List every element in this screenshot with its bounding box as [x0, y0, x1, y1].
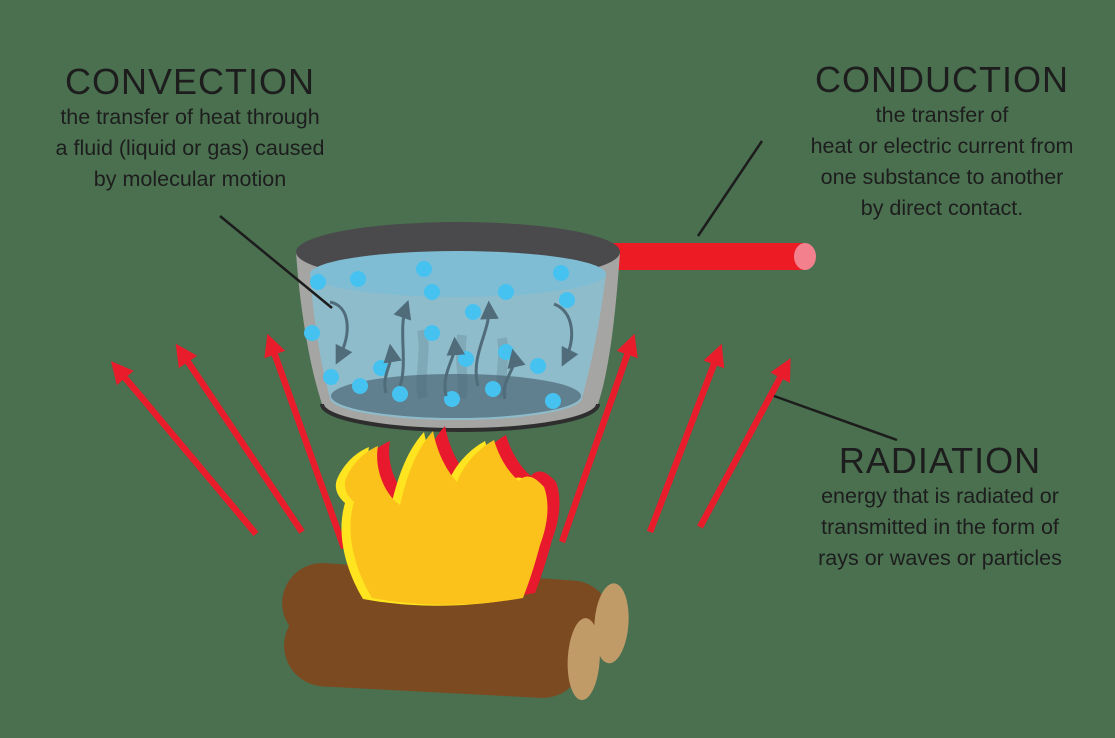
molecule — [559, 292, 575, 308]
pointer-lines — [219, 140, 898, 442]
radiation-title: RADIATION — [838, 440, 1042, 481]
molecule — [458, 351, 474, 367]
radiation-arrow-right-3 — [697, 358, 791, 529]
radiation-definition-line: rays or waves or particles — [818, 546, 1062, 570]
molecule — [310, 274, 326, 290]
molecule — [498, 284, 514, 300]
molecule — [352, 378, 368, 394]
radiation-arrow-left-3 — [264, 333, 348, 550]
molecule — [553, 265, 569, 281]
radiation-arrow-left-1 — [111, 361, 259, 537]
molecule — [444, 391, 460, 407]
pot-handle — [598, 243, 816, 270]
conduction-definition-line: heat or electric current from — [810, 134, 1074, 158]
radiation-arrows — [111, 333, 791, 550]
molecule — [304, 325, 320, 341]
current-up-arrow — [502, 348, 526, 400]
pot-of-water — [296, 222, 620, 432]
conduction-definition-line: one substance to another — [820, 165, 1064, 189]
conduction-label-block: CONDUCTION the transfer of heat or elect… — [756, 60, 1115, 224]
log-end — [594, 583, 629, 664]
pot-bottom-rim — [320, 403, 600, 432]
current-up-arrow — [393, 299, 412, 387]
molecule — [392, 386, 408, 402]
convection-pointer-line — [219, 215, 333, 309]
log-body — [284, 604, 584, 698]
flame-gold-layer — [344, 431, 548, 605]
molecule — [530, 358, 546, 374]
convection-title: CONVECTION — [64, 61, 315, 102]
convection-definition-line: a fluid (liquid or gas) caused — [55, 136, 325, 160]
molecule — [545, 393, 561, 409]
molecule — [323, 369, 339, 385]
molecule — [498, 344, 514, 360]
molecule — [465, 304, 481, 320]
current-down-arrow — [553, 302, 579, 367]
radiation-definition-line: transmitted in the form of — [821, 515, 1059, 539]
conduction-definition-line: by direct contact. — [860, 196, 1024, 220]
convection-definition-line: the transfer of heat through — [60, 105, 320, 129]
handle-bar — [598, 243, 806, 270]
log-end — [567, 618, 600, 701]
current-up-arrow — [443, 336, 466, 397]
molecule — [424, 325, 440, 341]
radiation-definition-line: energy that is radiated or — [821, 484, 1059, 508]
radiation-arrow-right-1 — [558, 333, 638, 544]
convection-label-block: CONVECTION the transfer of heat through … — [4, 62, 376, 195]
radiation-label-block: RADIATION energy that is radiated or tra… — [754, 441, 1115, 574]
radiation-pointer-line — [773, 394, 898, 442]
current-down-arrow — [329, 300, 353, 365]
molecule — [350, 271, 366, 287]
water-surface — [310, 251, 606, 297]
molecule — [416, 261, 432, 277]
molecule — [424, 284, 440, 300]
convection-current-arrows — [329, 299, 579, 400]
conduction-definition-line: the transfer of — [875, 103, 1009, 127]
convection-definition-line: by molecular motion — [93, 167, 287, 191]
conduction-pointer-line — [696, 140, 764, 237]
campfire — [282, 426, 629, 701]
conduction-title: CONDUCTION — [815, 59, 1069, 100]
current-up-arrow — [383, 343, 402, 394]
handle-end-cap — [794, 243, 816, 270]
radiation-arrow-right-2 — [646, 343, 725, 534]
flame-icon — [335, 426, 560, 606]
current-up-arrow — [474, 300, 499, 387]
log-front — [284, 604, 600, 701]
molecule — [485, 381, 501, 397]
molecule — [373, 360, 389, 376]
radiation-arrow-left-2 — [175, 343, 305, 534]
